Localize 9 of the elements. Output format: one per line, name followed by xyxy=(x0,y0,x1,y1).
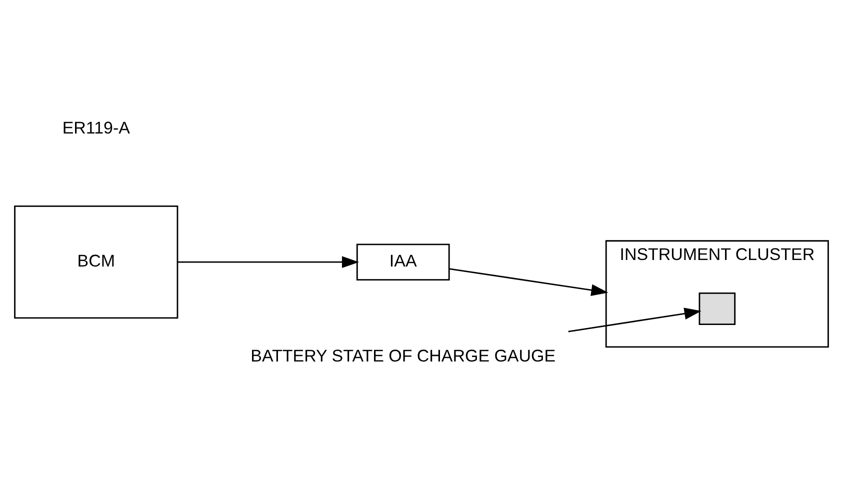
arrow xyxy=(178,256,359,268)
node-text: BATTERY STATE OF CHARGE GAUGE xyxy=(250,346,556,365)
label: ER119-A xyxy=(62,118,130,138)
node-box: IAA xyxy=(356,243,450,280)
node-box xyxy=(698,292,736,325)
node-box: BCM xyxy=(14,205,178,318)
arrow xyxy=(568,307,702,332)
cluster: INSTRUMENT CLUSTER xyxy=(605,240,829,348)
arrow xyxy=(449,268,608,296)
